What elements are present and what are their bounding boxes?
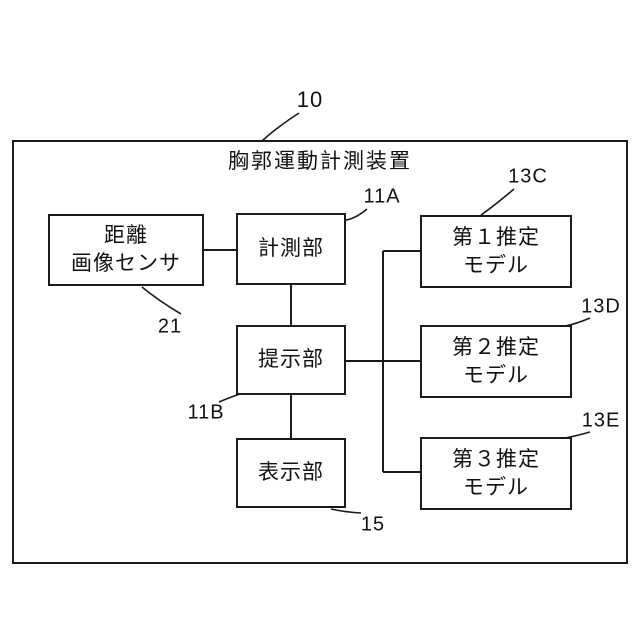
ref-label-13C: 13C — [508, 165, 548, 188]
device-title: 胸郭運動計測装置 — [228, 150, 412, 173]
block-estimation-model-2: 第２推定 モデル — [420, 325, 572, 398]
ref-label-device-10: 10 — [296, 87, 324, 112]
ref-label-15: 15 — [360, 513, 386, 536]
block-estimation-model-3-line1: 第３推定 — [452, 447, 540, 471]
ref-label-13D: 13D — [581, 295, 621, 318]
block-display-unit: 表示部 — [236, 438, 346, 508]
block-distance-image-sensor: 距離 画像センサ — [48, 214, 204, 286]
block-distance-image-sensor-line2: 画像センサ — [71, 252, 181, 275]
ref-label-11B: 11B — [187, 401, 225, 424]
block-distance-image-sensor-line1: 距離 — [104, 224, 148, 248]
ref-label-21: 21 — [157, 315, 183, 338]
block-presentation-unit-label: 提示部 — [258, 348, 324, 372]
block-estimation-model-2-line1: 第２推定 — [452, 335, 540, 359]
block-estimation-model-3: 第３推定 モデル — [420, 437, 572, 510]
block-estimation-model-2-line2: モデル — [463, 363, 529, 387]
ref-label-11A: 11A — [363, 185, 401, 208]
block-estimation-model-1-line1: 第１推定 — [452, 225, 540, 249]
block-display-unit-label: 表示部 — [258, 461, 324, 485]
leader-line-10 — [261, 112, 300, 142]
block-presentation-unit: 提示部 — [236, 325, 346, 395]
block-estimation-model-1: 第１推定 モデル — [420, 215, 572, 288]
ref-label-13E: 13E — [581, 409, 621, 432]
block-estimation-model-3-line2: モデル — [463, 475, 529, 499]
block-measurement-unit-label: 計測部 — [258, 237, 324, 261]
block-estimation-model-1-line2: モデル — [463, 253, 529, 277]
block-measurement-unit: 計測部 — [236, 213, 346, 285]
device-boundary-box — [12, 140, 628, 564]
